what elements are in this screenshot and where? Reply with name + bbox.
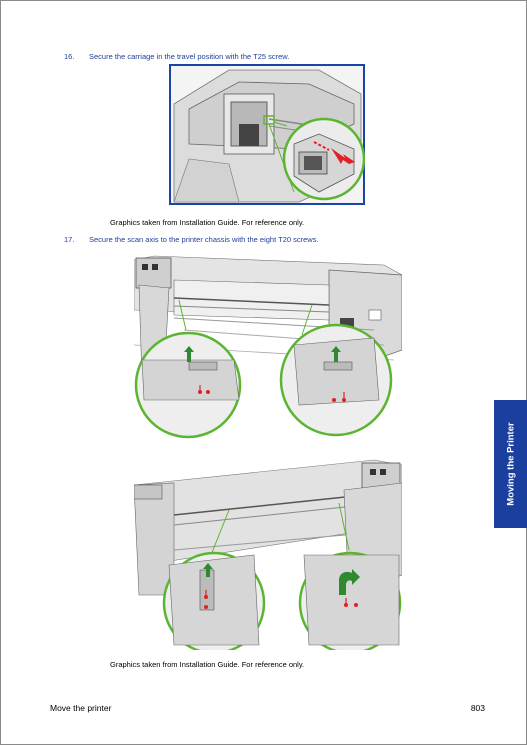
chapter-side-tab-label: Moving the Printer xyxy=(505,422,516,506)
figure-caption: Graphics taken from Installation Guide. … xyxy=(110,218,305,227)
page-number: 803 xyxy=(470,703,485,713)
step-number: 16. xyxy=(64,52,75,61)
scan-axis-front-figure xyxy=(134,255,402,439)
carriage-travel-position-figure xyxy=(169,64,365,205)
step-instruction: Secure the scan axis to the printer chas… xyxy=(89,235,319,244)
figure-caption: Graphics taken from Installation Guide. … xyxy=(110,660,305,669)
footer-section-title: Move the printer xyxy=(50,703,112,713)
step-number: 17. xyxy=(64,235,75,244)
scan-axis-rear-figure xyxy=(134,459,402,650)
chapter-side-tab: Moving the Printer xyxy=(494,400,527,528)
step-instruction: Secure the carriage in the travel positi… xyxy=(89,52,290,61)
